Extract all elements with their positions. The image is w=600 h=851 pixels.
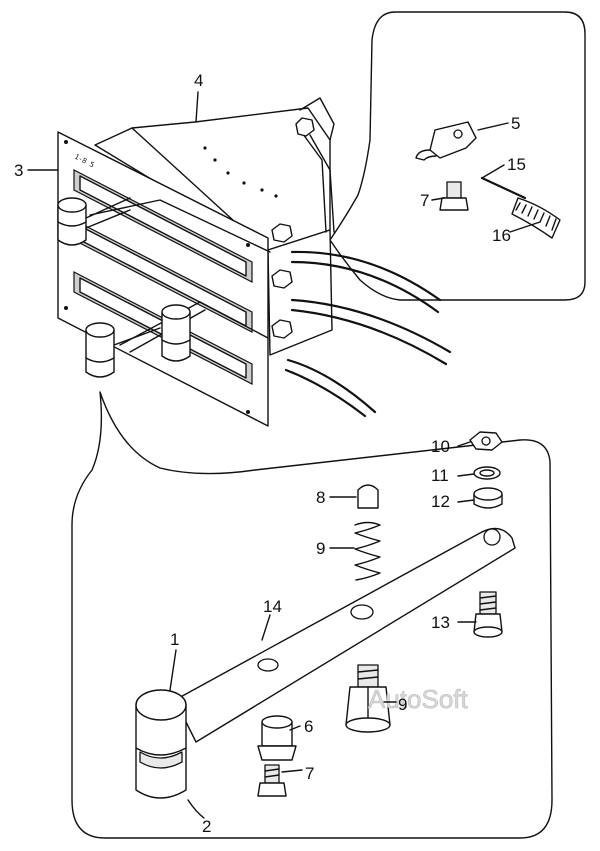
callout-1: 1 xyxy=(170,630,179,649)
housing-dots xyxy=(203,146,278,198)
selector-lever xyxy=(174,527,516,743)
callout-labels: 4 3 5 15 7 16 10 11 12 8 9 14 13 1 9 6 7… xyxy=(14,71,526,836)
callout-3: 3 xyxy=(14,161,23,180)
bolt-lower xyxy=(257,764,287,797)
callout-6: 6 xyxy=(304,717,313,736)
plunger xyxy=(357,484,379,509)
callout-16: 15 xyxy=(507,155,526,174)
watermark: AutoSoft xyxy=(368,684,469,714)
gate-knob-lower-left xyxy=(85,322,161,378)
bushing xyxy=(473,487,503,509)
gate-assembly: 1-8 5 xyxy=(57,97,452,427)
callout-7a: 7 xyxy=(420,191,429,210)
pivot-pin xyxy=(257,715,297,761)
callout-5: 5 xyxy=(511,114,520,133)
callout-7b: 7 xyxy=(305,764,314,783)
selector-knob xyxy=(135,689,187,799)
callout-10: 9 xyxy=(398,695,407,714)
callout-15: 14 xyxy=(263,597,282,616)
callout-14: 13 xyxy=(431,613,450,632)
cable-sheath xyxy=(511,197,561,239)
hex-stud xyxy=(345,664,391,733)
bolt-upper xyxy=(439,181,469,211)
callout-8: 8 xyxy=(316,488,325,507)
gate-cables xyxy=(284,250,452,418)
callout-17: 16 xyxy=(492,226,511,245)
callout-13: 12 xyxy=(431,492,450,511)
gate-knob-center xyxy=(161,304,191,362)
cable-clamp xyxy=(415,121,477,161)
stud-bolt xyxy=(473,591,503,638)
plate-screws xyxy=(64,140,250,414)
washer xyxy=(473,466,501,480)
leader-lines xyxy=(27,91,541,819)
callout-11: 10 xyxy=(431,437,450,456)
side-nuts xyxy=(271,117,315,339)
cable-end-rod xyxy=(480,176,527,200)
callout-2: 2 xyxy=(202,817,211,836)
gate-knob-upper-left xyxy=(57,197,131,246)
callout-12: 11 xyxy=(431,466,449,485)
nut xyxy=(469,431,503,451)
callout-9: 9 xyxy=(316,539,325,558)
detail-bubble-bottom xyxy=(71,391,553,839)
detail-bubble-top-right xyxy=(329,11,586,301)
spring xyxy=(354,521,381,581)
callout-4: 4 xyxy=(194,71,203,90)
